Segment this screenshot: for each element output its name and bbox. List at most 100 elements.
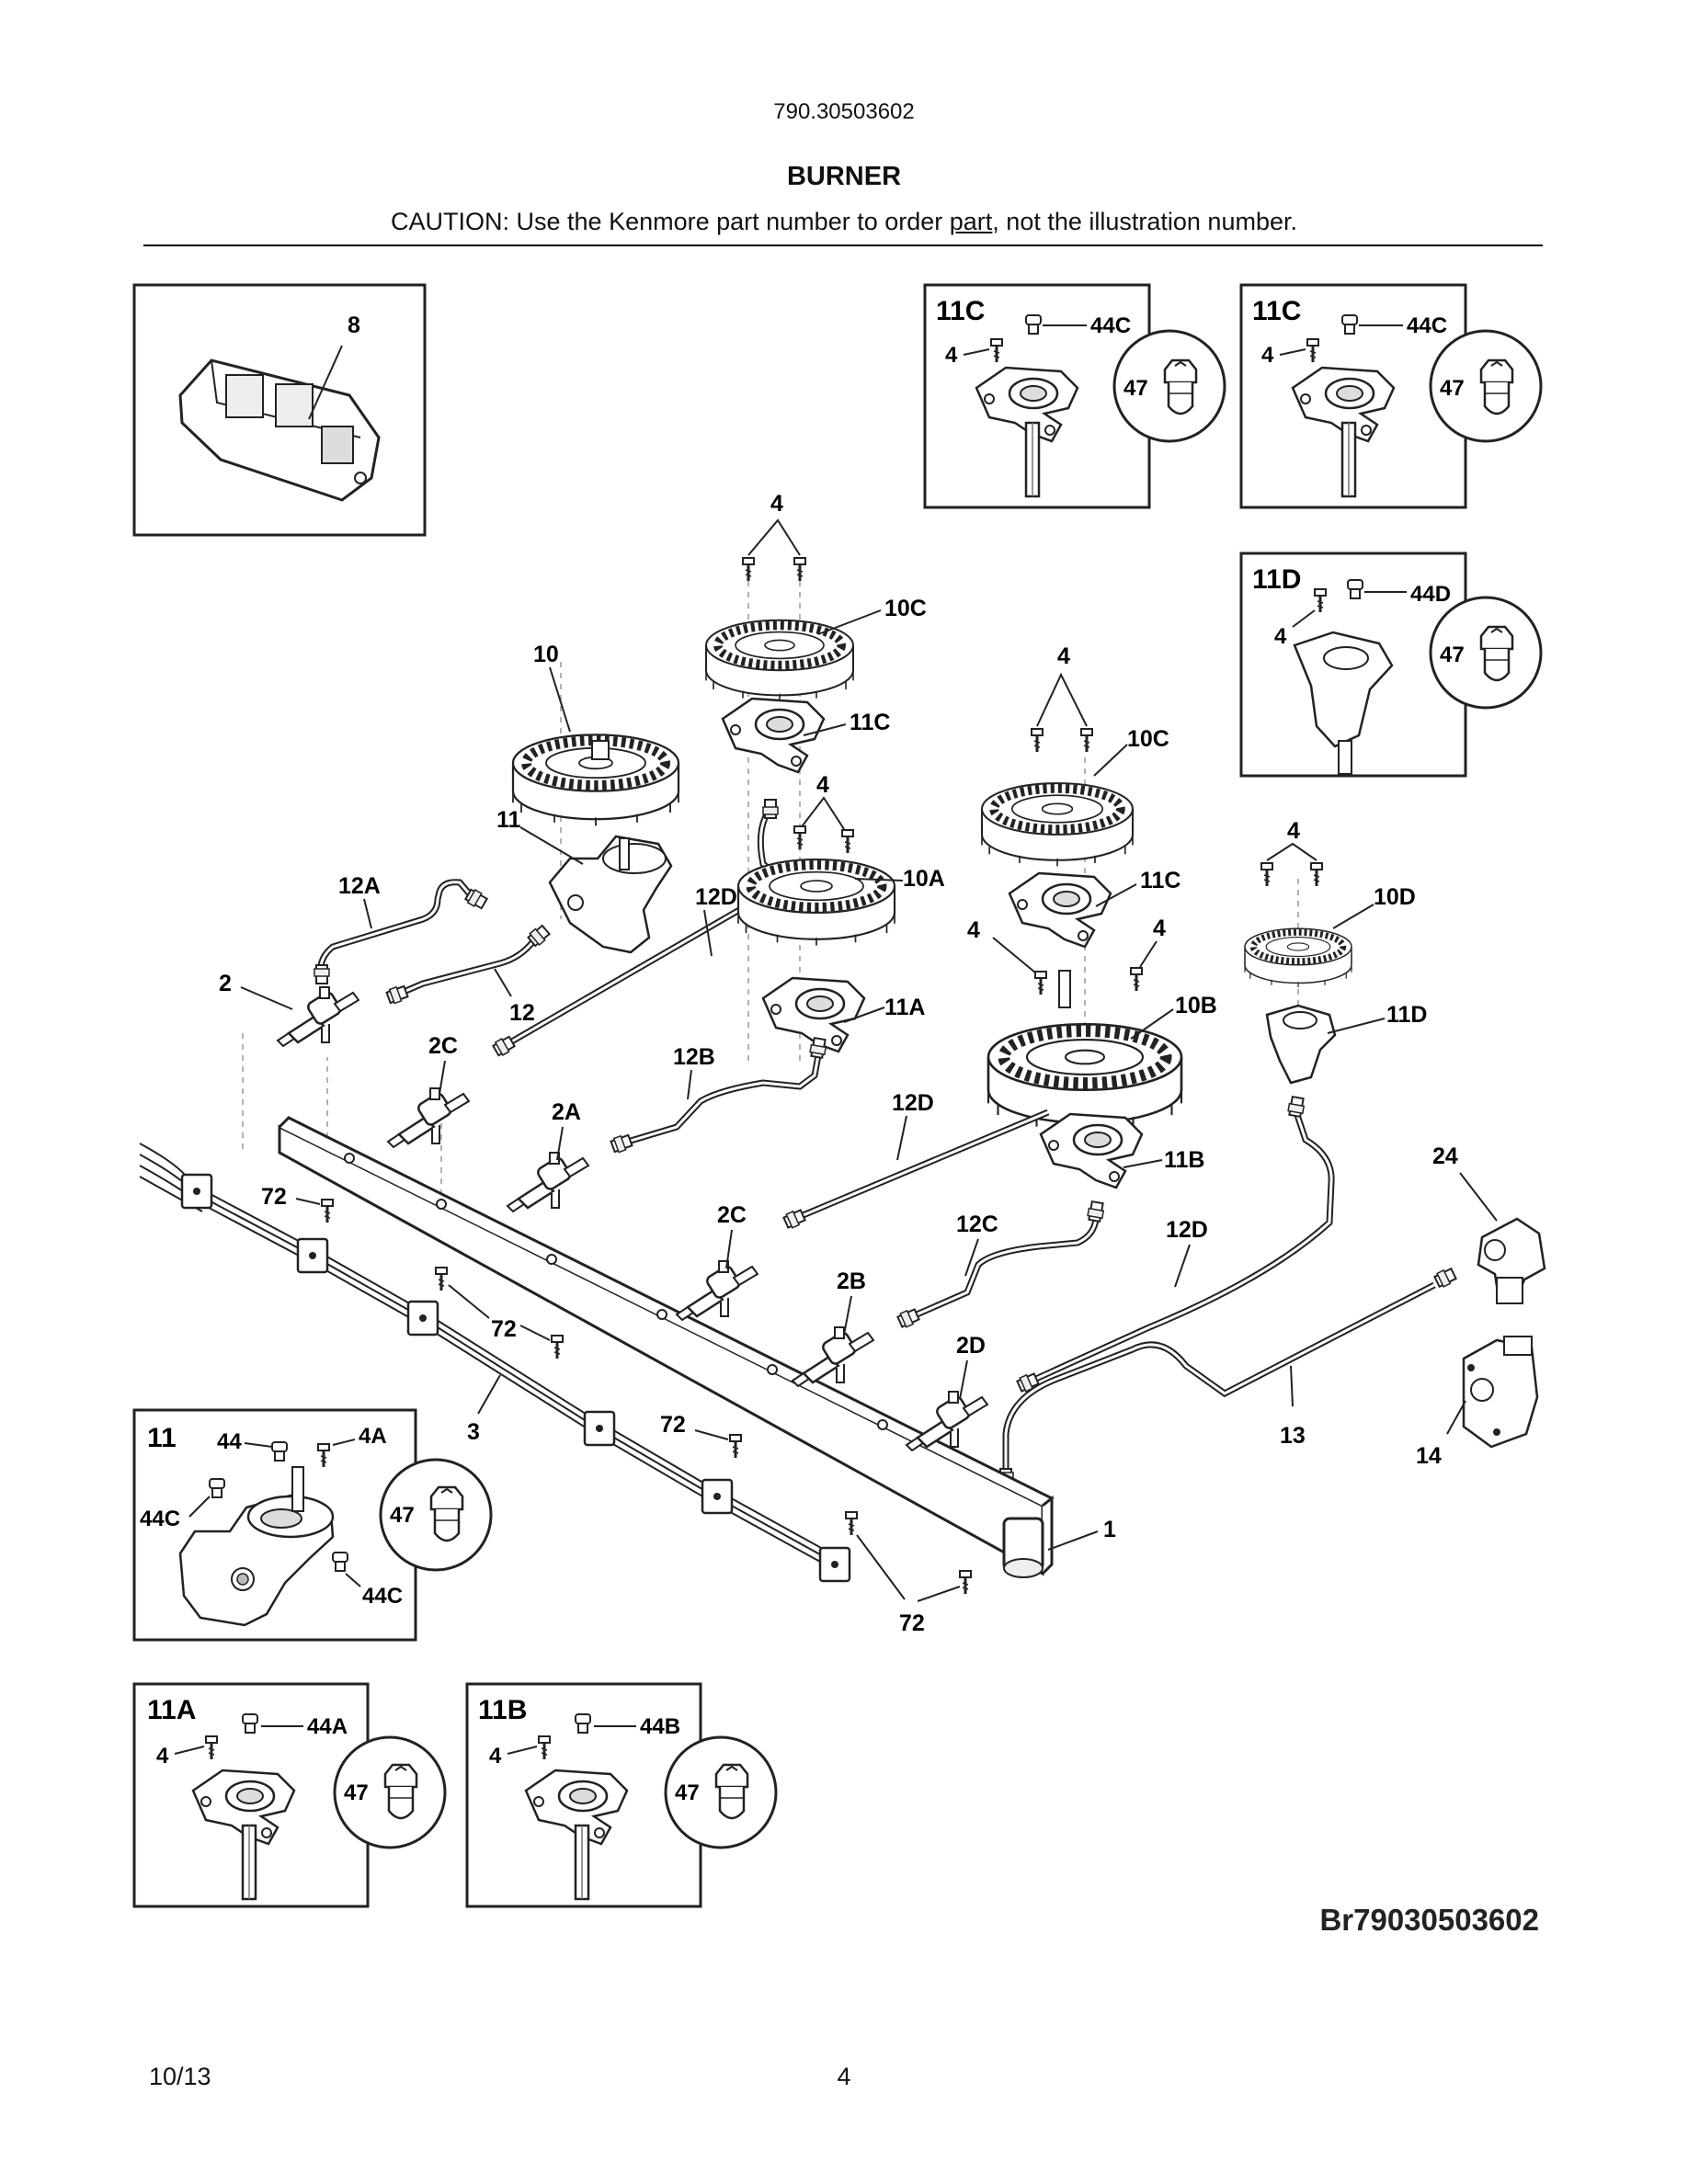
label-burner-10b: 10B [1175,993,1217,1018]
elbow-fitting-24 [1477,1217,1546,1304]
label-screw-72-a: 72 [261,1184,287,1210]
label-screws-left-mid: 4 [816,772,829,798]
burner-cap-10c-mid [982,783,1133,866]
label-screw-72-d: 72 [899,1610,925,1636]
inset-11a-orifice-label: 47 [344,1780,369,1805]
label-holder-11c-top: 11C [850,710,890,735]
header-rule [143,245,1543,246]
leader-8 [308,345,343,420]
label-valve-2c-b: 2C [717,1202,747,1228]
valve-2 [276,985,360,1048]
inset-11d-nozzle-label: 44D [1410,582,1451,607]
diagram-reference: Br79030503602 [1319,1903,1539,1937]
label-screw-72-c: 72 [660,1412,686,1438]
label-screw-4-right: 4 [1153,916,1166,941]
label-cap-10c-mid: 10C [1127,726,1169,752]
label-elbow-24: 24 [1432,1143,1458,1169]
inset-11-burner-base [178,1466,335,1627]
label-tube-12b: 12B [673,1044,715,1070]
label-screw-72-b: 72 [491,1316,517,1342]
label-igniter: 8 [348,313,360,338]
inset-11c-a-nozzle-label: 44C [1090,313,1131,338]
valve-2d [905,1390,989,1452]
label-valve-2d: 2D [956,1333,986,1359]
label-valve-2b: 2B [837,1268,866,1294]
label-valve-2: 2 [219,971,232,996]
label-tube-12c: 12C [956,1211,998,1237]
inset-11c-b-screw-label: 4 [1261,343,1274,368]
inset-11c-a-screw-label: 4 [945,343,958,368]
inset-11-nozzle-bottom-label: 44C [362,1584,403,1609]
inset-11a-screw-label: 4 [156,1744,169,1769]
inset-11b-screw-label: 4 [489,1744,502,1769]
label-screw-4-left: 4 [967,917,980,943]
caution-text-start: CAUTION: Use the Kenmore part number to … [391,208,950,235]
inset-11-title: 11 [147,1423,177,1453]
inset-11c-a-orifice-label: 47 [1123,376,1148,401]
label-regulator-14: 14 [1416,1443,1442,1469]
inset-11c-b-nozzle-label: 44C [1407,313,1447,338]
valve-2c-a [386,1086,471,1149]
label-cap-10c-top: 10C [884,596,927,621]
inset-11a-title: 11A [147,1695,196,1725]
valve-2a [506,1151,590,1213]
page-number: 4 [837,2063,851,2090]
revision-date: 10/13 [149,2063,211,2090]
burner-base-11d [1265,1004,1337,1085]
burner-base-11c-mid [1008,871,1112,949]
label-base-11: 11 [496,807,521,833]
inset-11b-nozzle-label: 44B [640,1714,680,1739]
label-manifold-1: 1 [1103,1517,1116,1542]
section-title: BURNER [786,162,902,191]
label-tube-12d-a: 12D [695,884,737,910]
inset-11c-b-title: 11C [1252,296,1301,326]
inset-11-screw-label: 4A [359,1424,387,1449]
label-holder-11b: 11B [1164,1147,1204,1173]
burner-base-11b [1039,1112,1144,1189]
pressure-regulator-14 [1462,1336,1539,1449]
burner-base-11c-top [721,697,826,774]
inset-11c-a-title: 11C [936,296,985,326]
inset-11-orifice-label: 47 [390,1503,415,1528]
label-burner-10a: 10A [903,866,945,892]
inset-11a-nozzle-label: 44A [307,1714,348,1739]
inset-11c-b-orifice-label: 47 [1440,376,1465,401]
inset-11b-orifice-label: 47 [675,1780,700,1805]
inset-11-nozzle-left-label: 44C [140,1507,180,1531]
label-tube-12: 12 [509,1000,535,1026]
label-burner-10: 10 [533,642,559,667]
label-valve-2a: 2A [552,1099,581,1125]
burner-10d [1245,928,1352,987]
inset-11d-screw-label: 4 [1274,624,1287,649]
label-holder-11c-mid: 11C [1140,868,1180,893]
inset-11d-holder [1293,631,1394,775]
spark-module-illustration [178,358,381,502]
valve-2c-b [675,1259,759,1322]
model-number: 790.30503602 [773,99,915,124]
label-screws-right: 4 [1287,818,1300,844]
caution-part-word: part [949,208,993,235]
caution-text-end: , not the illustration number. [992,208,1297,235]
label-valve-2c-a: 2C [428,1033,458,1059]
inset-11d-title: 11D [1252,564,1301,595]
burner-10a [738,859,895,946]
inset-11b-title: 11B [478,1695,527,1725]
burner-10b [988,970,1181,1131]
label-holder-11a: 11A [884,995,925,1020]
label-burner-10d: 10D [1374,884,1416,910]
caution-note: CAUTION: Use the Kenmore part number to … [0,208,1688,236]
label-tube-12a: 12A [338,873,381,899]
label-screws-mid: 4 [1057,643,1070,669]
gas-manifold-1 [278,1116,1055,1578]
burner-10 [513,734,679,825]
label-screws-top: 4 [770,491,783,517]
burner-cap-10c-top [706,620,853,701]
label-tube-12d-b: 12D [892,1090,934,1116]
label-tube-13: 13 [1280,1423,1306,1449]
inset-11d-orifice-label: 47 [1440,643,1465,667]
burner-base-11 [548,835,673,954]
label-tube-12d-c: 12D [1166,1217,1208,1243]
valve-2b [791,1325,875,1388]
label-harness-3: 3 [467,1419,480,1445]
